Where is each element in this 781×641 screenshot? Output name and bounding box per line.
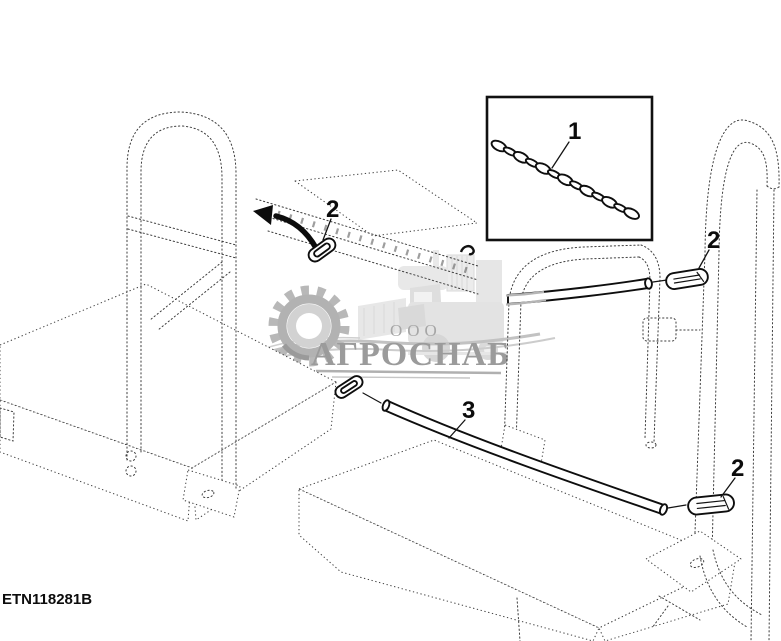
leader-1	[551, 141, 570, 169]
callout-1: 1	[568, 118, 581, 145]
chain-illustration	[490, 139, 640, 220]
watermark-org-type: ООО	[390, 321, 442, 340]
left-platform	[0, 283, 337, 522]
hook-platform-left	[307, 237, 337, 263]
callout-2-lower: 2	[731, 455, 744, 482]
center-platform	[298, 439, 736, 641]
partial-callout-fragment	[459, 244, 475, 256]
left-handrail	[126, 111, 237, 491]
leader-2-left	[322, 218, 332, 241]
callout-2-upper: 2	[707, 227, 720, 254]
gear-watermark-icon	[268, 285, 350, 367]
watermark-underline	[315, 369, 502, 375]
supplier-watermark: ООО АГРОСНАБ	[217, 250, 556, 381]
upper-walkway-beam	[255, 169, 479, 295]
right-handrail	[645, 119, 780, 641]
hook-cable-left	[334, 375, 364, 399]
drawing-code-label: ETN118281B	[2, 591, 92, 608]
callout-3: 3	[462, 397, 475, 424]
callout-2-left: 2	[326, 196, 339, 223]
hook-rail-lower	[687, 493, 735, 516]
motion-arrow	[253, 205, 319, 251]
leader-2-lower	[720, 477, 736, 498]
hook-rail-upper	[665, 268, 709, 290]
leader-3	[448, 419, 466, 439]
chain-inset-box: 1	[485, 95, 654, 242]
leader-2-upper	[698, 249, 710, 269]
lower-support-cable	[362, 392, 687, 516]
watermark-org-name: АГРОСНАБ	[311, 336, 511, 373]
upper-support-cable	[505, 277, 668, 306]
